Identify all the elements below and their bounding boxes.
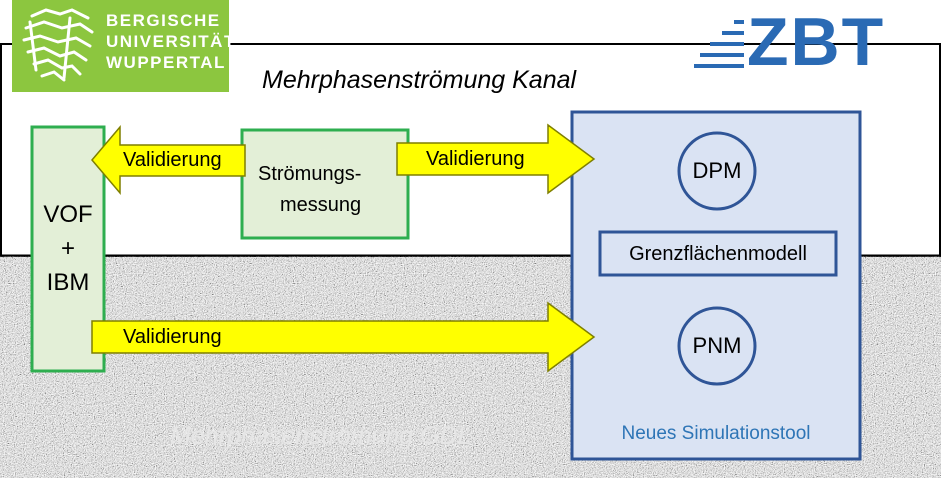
dpm-circle bbox=[677, 131, 757, 211]
university-name-line3: WUPPERTAL bbox=[106, 53, 226, 72]
university-logo-background bbox=[12, 0, 229, 92]
validation-arrow-bottom bbox=[91, 301, 596, 373]
interface-model-label: Grenzflächenmodell bbox=[629, 243, 807, 265]
validation-arrow-left bbox=[91, 124, 246, 196]
measurement-line2: messung bbox=[280, 194, 362, 216]
vof-line3: IBM bbox=[46, 269, 90, 296]
pnm-circle bbox=[677, 306, 757, 386]
measurement-text: Strömungs- messung bbox=[258, 159, 361, 221]
university-logo-text: BERGISCHE UNIVERSITÄT WUPPERTAL bbox=[106, 10, 236, 73]
sim-tool-title: Neues Simulationstool bbox=[621, 423, 811, 444]
validation-arrow-right-top bbox=[396, 123, 596, 195]
vof-text: VOF + IBM bbox=[32, 198, 104, 300]
measurement-line1: Strömungs- bbox=[258, 163, 362, 185]
zbt-logo-text: ZBT bbox=[747, 4, 886, 80]
gdl-label: Mehrphasenströmung GDL bbox=[170, 422, 472, 450]
validation-label-left: Validierung bbox=[123, 149, 222, 171]
vof-line1: VOF bbox=[43, 201, 93, 228]
interface-model-box bbox=[598, 230, 838, 277]
university-name-line1: BERGISCHE bbox=[106, 11, 221, 30]
validation-label-bottom: Validierung bbox=[123, 326, 222, 348]
zbt-stripes-icon bbox=[694, 20, 744, 68]
dpm-label: DPM bbox=[692, 158, 742, 183]
bergische-lion-icon bbox=[22, 8, 94, 82]
vof-line2: + bbox=[60, 235, 75, 262]
validation-label-right-top: Validierung bbox=[426, 148, 525, 170]
channel-label: Mehrphasenströmung Kanal bbox=[262, 66, 577, 94]
measurement-box bbox=[240, 128, 410, 240]
pnm-label: PNM bbox=[692, 333, 742, 358]
university-name-line2: UNIVERSITÄT bbox=[106, 32, 236, 51]
